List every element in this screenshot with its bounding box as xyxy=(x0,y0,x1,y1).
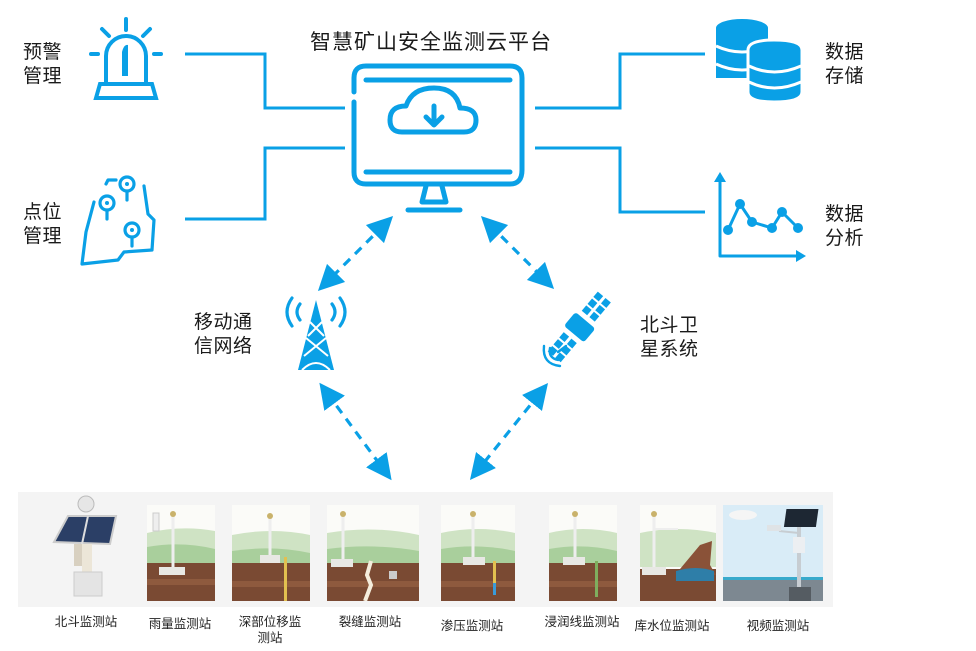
module-storage-label: 数据 存储 xyxy=(825,40,864,88)
station-image-seepage-pressure[interactable] xyxy=(441,505,515,601)
monitor-cloud-download-icon[interactable] xyxy=(350,62,530,222)
connector-analysis xyxy=(535,146,705,214)
station-label-reservoir-level: 库水位监测站 xyxy=(634,618,710,633)
label-line: 星系统 xyxy=(640,338,699,360)
link-beidou-stations xyxy=(469,383,549,480)
station-label-deep-displacement: 深部位移监 测站 xyxy=(222,614,318,646)
connector-points xyxy=(185,146,345,221)
link-mobile-stations xyxy=(319,382,392,481)
station-label-crack: 裂缝监测站 xyxy=(338,614,402,629)
satellite-icon[interactable] xyxy=(536,288,622,372)
label-line: 点位 xyxy=(23,201,63,223)
station-image-rainfall[interactable] xyxy=(147,505,215,601)
connector-warning xyxy=(185,52,345,110)
station-label-phreatic-line: 浸润线监测站 xyxy=(544,614,620,629)
link-platform-beidou xyxy=(480,215,555,290)
station-image-deep-displacement[interactable] xyxy=(232,505,310,601)
label-line: 移动通 xyxy=(194,311,253,333)
label-line: 数据 xyxy=(825,41,865,63)
connector-storage xyxy=(535,52,705,110)
station-image-phreatic-line[interactable] xyxy=(549,505,617,601)
label-line: 数据 xyxy=(825,203,865,225)
label-line: 信网络 xyxy=(194,335,253,357)
label-line: 北斗卫 xyxy=(640,314,699,336)
station-label-beidou: 北斗监测站 xyxy=(54,614,118,629)
module-points-label: 点位 管理 xyxy=(23,200,62,248)
station-image-beidou[interactable] xyxy=(48,494,124,600)
label-line: 管理 xyxy=(23,65,63,87)
label-line: 存储 xyxy=(825,65,865,87)
station-image-crack[interactable] xyxy=(327,505,419,601)
map-pins-icon[interactable] xyxy=(78,172,164,268)
station-label-seepage-pressure: 渗压监测站 xyxy=(440,618,504,633)
siren-icon[interactable] xyxy=(88,16,164,102)
label-line: 深部位移监 xyxy=(238,614,302,629)
link-platform-mobile xyxy=(317,215,394,292)
station-image-video[interactable] xyxy=(723,505,823,601)
station-label-rainfall: 雨量监测站 xyxy=(148,616,212,631)
platform-title: 智慧矿山安全监测云平台 xyxy=(310,30,552,54)
module-warning-label: 预警 管理 xyxy=(23,40,62,88)
network-mobile-label: 移动通 信网络 xyxy=(194,310,253,358)
network-beidou-label: 北斗卫 星系统 xyxy=(640,313,699,361)
label-line: 分析 xyxy=(825,227,865,249)
station-label-video: 视频监测站 xyxy=(746,618,810,633)
label-line: 预警 xyxy=(23,41,63,63)
signal-tower-icon[interactable] xyxy=(278,290,354,372)
database-icon[interactable] xyxy=(712,18,806,104)
label-line: 管理 xyxy=(23,225,63,247)
label-line: 测站 xyxy=(257,630,283,645)
station-image-reservoir-level[interactable] xyxy=(640,505,716,601)
line-chart-icon[interactable] xyxy=(712,172,808,262)
module-analysis-label: 数据 分析 xyxy=(825,202,864,250)
